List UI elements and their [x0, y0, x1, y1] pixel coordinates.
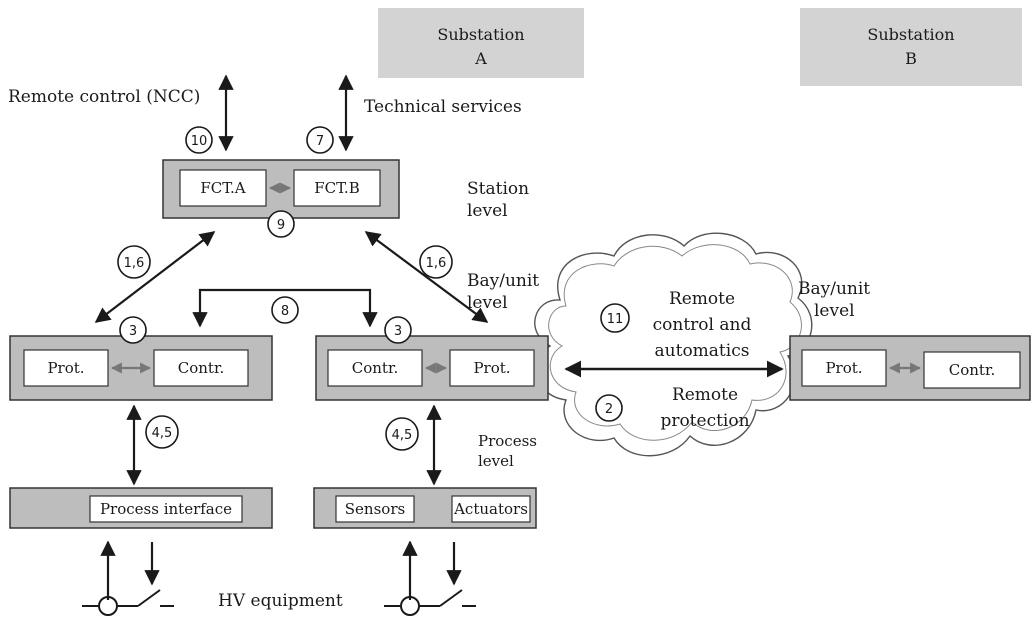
- interface-label-1-6-right: 1,6: [426, 256, 447, 271]
- prot-mid-label: Prot.: [473, 359, 510, 377]
- arrow-station-bay-left: [94, 231, 216, 323]
- hv-equipment-label: HV equipment: [218, 591, 343, 611]
- substation-b-header: [800, 8, 1022, 86]
- bay-level-a-label-line2: level: [467, 293, 508, 313]
- interface-label-11: 11: [607, 312, 624, 327]
- bay-level-a-label-line1: Bay/unit: [467, 271, 539, 291]
- cloud-text-line1: Remote: [669, 289, 735, 309]
- process-level-label-line2: level: [478, 452, 514, 470]
- substation-a-label-line1: Substation: [437, 25, 524, 44]
- interface-label-3-left: 3: [129, 324, 137, 339]
- station-level-label-line2: level: [467, 201, 508, 221]
- contr-b-label: Contr.: [949, 361, 996, 379]
- hv-switch-symbol-left: [82, 589, 174, 616]
- station-level-label-line1: Station: [467, 179, 529, 199]
- substation-a-header: [378, 8, 584, 78]
- substation-b-label-line2: B: [905, 49, 917, 68]
- contr-left-box: [153, 349, 249, 387]
- interface-label-7: 7: [316, 134, 324, 149]
- fct-a-label: FCT.A: [200, 179, 245, 197]
- sensors-box: [335, 495, 415, 523]
- cloud-text-line5: protection: [660, 411, 749, 431]
- interface-label-3-mid: 3: [394, 324, 402, 339]
- substation-a-label-line2: A: [474, 49, 487, 68]
- bay-level-b-label-line2: level: [814, 301, 855, 321]
- prot-mid-box: [449, 349, 535, 387]
- interface-circle-4-5-left: [145, 415, 179, 449]
- interface-label-10: 10: [191, 134, 208, 149]
- hv-switch-symbol-right: [384, 589, 476, 616]
- contr-mid-box: [327, 349, 423, 387]
- interface-circle-1-6-right: [419, 245, 453, 279]
- remote-control-label: Remote control (NCC): [8, 87, 200, 107]
- interface-label-1-6-left: 1,6: [124, 256, 145, 271]
- arrow-inter-bay: [192, 288, 378, 328]
- interface-circle-4-5-right: [385, 417, 419, 451]
- interface-circle-8: [271, 296, 299, 324]
- interface-circle-2: [595, 394, 623, 422]
- fct-a-box: [179, 169, 267, 207]
- process-interface-box: [89, 495, 243, 523]
- contr-mid-label: Contr.: [352, 359, 399, 377]
- substation-b-label-line1: Substation: [867, 25, 954, 44]
- bay-level-b-label-line1: Bay/unit: [798, 279, 870, 299]
- interface-circle-1-6-left: [117, 245, 151, 279]
- prot-left-label: Prot.: [47, 359, 84, 377]
- prot-b-box: [801, 349, 887, 387]
- interface-circle-3-left: [119, 316, 147, 344]
- contr-left-label: Contr.: [178, 359, 225, 377]
- interface-label-2: 2: [605, 402, 613, 417]
- interface-label-8: 8: [281, 304, 289, 319]
- interface-circle-11: [600, 303, 630, 333]
- interface-label-4-5-right: 4,5: [392, 428, 413, 443]
- technical-services-label: Technical services: [364, 97, 522, 117]
- interface-circle-7: [306, 126, 334, 154]
- interface-circle-3-mid: [384, 316, 412, 344]
- cloud-text-line2: control and: [653, 315, 752, 335]
- prot-b-label: Prot.: [825, 359, 862, 377]
- interface-circle-10: [185, 126, 213, 154]
- fct-b-box: [293, 169, 381, 207]
- actuators-box: [451, 495, 531, 523]
- sensors-label: Sensors: [345, 500, 405, 518]
- cloud-text-line4: Remote: [672, 385, 738, 405]
- interface-label-9: 9: [277, 218, 285, 233]
- interface-circle-9: [267, 210, 295, 238]
- interface-label-4-5-left: 4,5: [152, 426, 173, 441]
- prot-left-box: [23, 349, 109, 387]
- arrow-station-bay-right: [364, 231, 489, 323]
- cloud-text-line3: automatics: [655, 341, 750, 361]
- process-interface-label: Process interface: [100, 500, 232, 518]
- process-level-label-line1: Process: [478, 432, 537, 450]
- contr-b-box: [923, 351, 1021, 389]
- actuators-label: Actuators: [453, 500, 528, 518]
- fct-b-label: FCT.B: [314, 179, 359, 197]
